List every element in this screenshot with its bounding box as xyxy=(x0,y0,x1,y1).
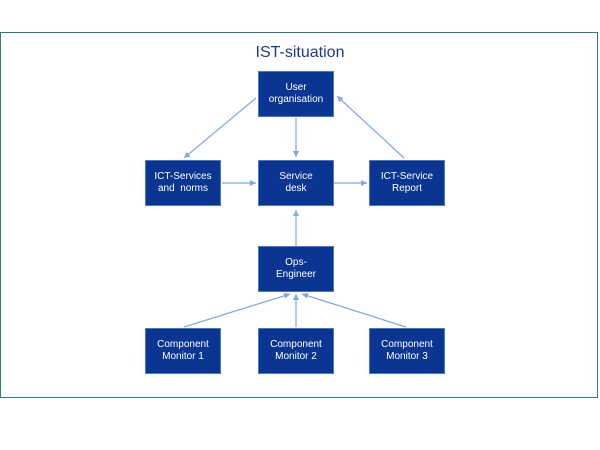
node-ict-service-report-line2: Report xyxy=(391,183,422,194)
node-ops-engineer: Ops- Engineer xyxy=(258,246,334,292)
node-component-monitor-2-line1: Component xyxy=(270,339,322,350)
node-ops-engineer-line1: Ops- xyxy=(285,257,307,268)
node-user-organisation: User organisation xyxy=(258,71,334,117)
node-user-organisation-line1: User xyxy=(285,82,307,93)
node-ict-services-line2: and norms xyxy=(157,183,209,194)
node-user-organisation-line2: organisation xyxy=(268,94,324,105)
node-component-monitor-1-line1: Component xyxy=(157,339,209,350)
diagram-title: IST-situation xyxy=(255,44,345,61)
node-component-monitor-2: Component Monitor 2 xyxy=(258,328,334,374)
node-component-monitor-3: Component Monitor 3 xyxy=(369,328,445,374)
node-ops-engineer-line2: Engineer xyxy=(275,269,317,280)
node-component-monitor-1: Component Monitor 1 xyxy=(145,328,221,374)
node-component-monitor-1-line2: Monitor 1 xyxy=(162,351,204,362)
node-ict-service-report-line1: ICT-Service xyxy=(380,171,434,182)
node-ict-services-line1: ICT-Services xyxy=(154,171,212,182)
node-component-monitor-2-line2: Monitor 2 xyxy=(275,351,317,362)
node-service-desk: Service desk xyxy=(258,160,334,206)
node-service-desk-line1: Service xyxy=(279,171,313,182)
node-ict-service-report: ICT-Service Report xyxy=(369,160,445,206)
diagram-frame xyxy=(0,32,598,398)
node-component-monitor-3-line2: Monitor 3 xyxy=(386,351,428,362)
node-ict-services: ICT-Services and norms xyxy=(145,160,221,206)
node-service-desk-line2: desk xyxy=(285,183,307,194)
node-component-monitor-3-line1: Component xyxy=(381,339,433,350)
